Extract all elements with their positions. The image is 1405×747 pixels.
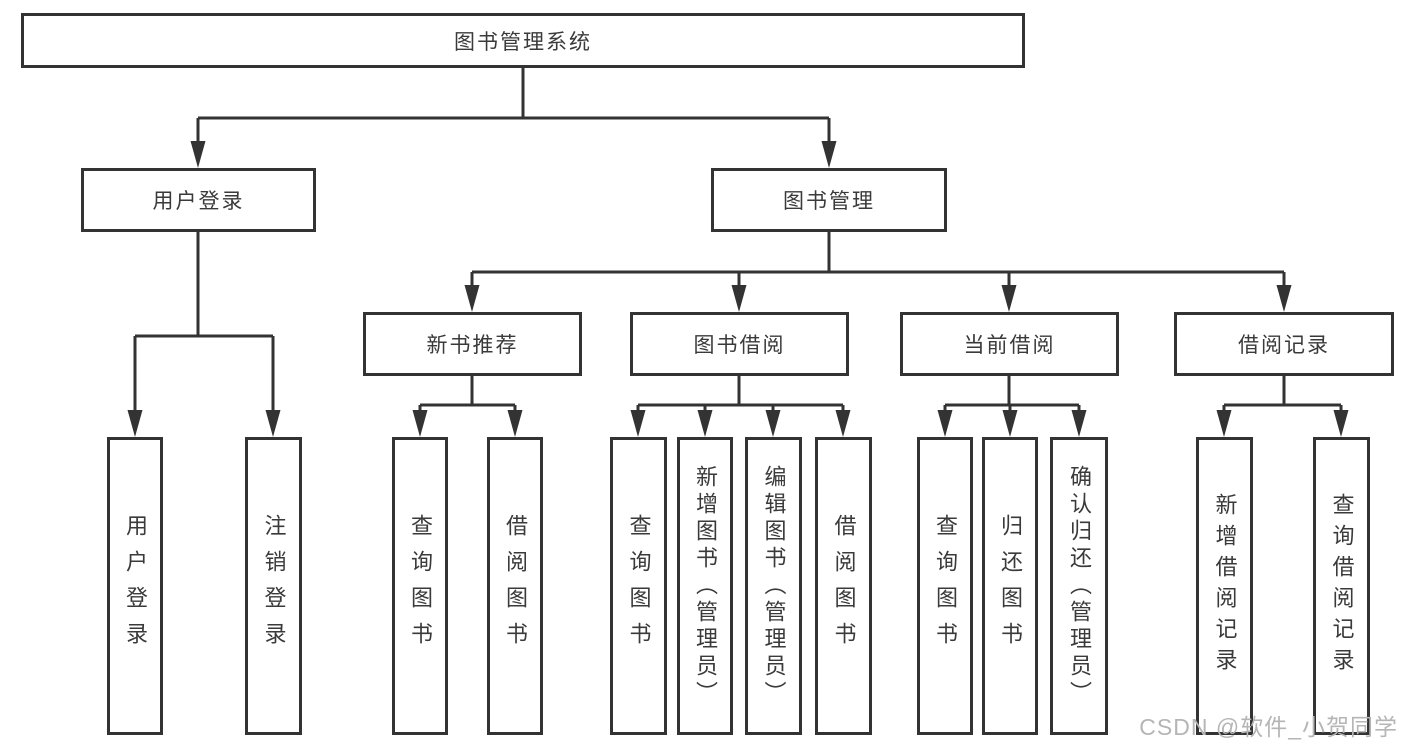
connector-currentborrow-to-leaves	[937, 376, 1087, 437]
leaf-query-book-3-label: 查询图书	[933, 514, 958, 658]
node-user-login-label: 用户登录	[152, 190, 245, 213]
node-new-book-rec: 新书推荐	[363, 312, 582, 376]
arrowhead-icon	[1002, 410, 1018, 437]
arrowhead-icon	[630, 410, 646, 437]
arrowhead-icon	[190, 141, 206, 168]
leaf-query-book-1-label: 查询图书	[408, 514, 433, 658]
arrowhead-icon	[1276, 285, 1292, 312]
leaf-add-record-label: 新增借阅记录	[1212, 493, 1238, 679]
leaf-query-book-3: 查询图书	[917, 437, 973, 735]
arrowhead-icon	[731, 285, 747, 312]
leaf-query-record-label: 查询借阅记录	[1329, 493, 1355, 679]
leaf-confirm-return: 确认归还（管理员）	[1050, 437, 1108, 735]
leaf-borrow-book-1-label: 借阅图书	[503, 514, 528, 658]
connector-newbook-to-leaves	[412, 376, 523, 437]
arrowhead-icon	[835, 410, 851, 437]
leaf-return-book-label: 归还图书	[998, 514, 1023, 658]
node-borrow-record-label: 借阅记录	[1238, 334, 1330, 357]
leaf-query-book-2-label: 查询图书	[626, 514, 652, 658]
connector-bookmgmt-to-level3	[464, 232, 1292, 312]
node-book-mgmt-label: 图书管理	[783, 190, 875, 213]
leaf-add-record: 新增借阅记录	[1196, 437, 1253, 735]
arrowhead-icon	[507, 410, 523, 437]
leaf-add-book: 新增图书（管理员）	[677, 437, 733, 735]
connector-root-to-level2	[190, 68, 837, 168]
leaf-edit-book: 编辑图书（管理员）	[745, 437, 802, 735]
arrowhead-icon	[265, 410, 281, 437]
arrowhead-icon	[127, 410, 143, 437]
leaf-user-login-label: 用户登录	[123, 514, 148, 658]
arrowhead-icon	[1216, 410, 1232, 437]
leaf-user-login: 用户登录	[107, 437, 163, 735]
leaf-confirm-return-label: 确认归还（管理员）	[1067, 464, 1092, 708]
leaf-edit-book-label: 编辑图书（管理员）	[761, 464, 787, 708]
arrowhead-icon	[1001, 285, 1017, 312]
arrowhead-icon	[464, 285, 480, 312]
arrowhead-icon	[821, 141, 837, 168]
node-new-book-rec-label: 新书推荐	[426, 334, 519, 357]
node-book-mgmt: 图书管理	[711, 168, 947, 232]
node-current-borrow: 当前借阅	[900, 312, 1119, 376]
arrowhead-icon	[697, 410, 713, 437]
leaf-query-record: 查询借阅记录	[1313, 437, 1370, 735]
arrowhead-icon	[765, 410, 781, 437]
node-user-login: 用户登录	[81, 168, 316, 232]
leaf-borrow-book-1: 借阅图书	[487, 437, 543, 735]
connector-userlogin-to-leaves	[127, 232, 281, 437]
node-root-label: 图书管理系统	[454, 30, 592, 54]
node-book-borrow-label: 图书借阅	[693, 334, 786, 357]
connector-borrowrecord-to-leaves	[1216, 376, 1349, 437]
arrowhead-icon	[1333, 410, 1349, 437]
node-current-borrow-label: 当前借阅	[963, 334, 1056, 357]
leaf-return-book: 归还图书	[982, 437, 1038, 735]
leaf-query-book-2: 查询图书	[610, 437, 667, 735]
node-root: 图书管理系统	[21, 13, 1025, 68]
leaf-logout: 注销登录	[245, 437, 302, 735]
arrowhead-icon	[937, 410, 953, 437]
leaf-query-book-1: 查询图书	[392, 437, 448, 735]
arrowhead-icon	[412, 410, 428, 437]
node-borrow-record: 借阅记录	[1174, 312, 1394, 376]
connector-bookborrow-to-leaves	[630, 376, 851, 437]
leaf-add-book-label: 新增图书（管理员）	[693, 464, 718, 708]
node-book-borrow: 图书借阅	[630, 312, 849, 376]
leaf-borrow-book-2: 借阅图书	[815, 437, 872, 735]
leaf-logout-label: 注销登录	[261, 514, 287, 658]
arrowhead-icon	[1071, 410, 1087, 437]
leaf-borrow-book-2-label: 借阅图书	[831, 514, 857, 658]
